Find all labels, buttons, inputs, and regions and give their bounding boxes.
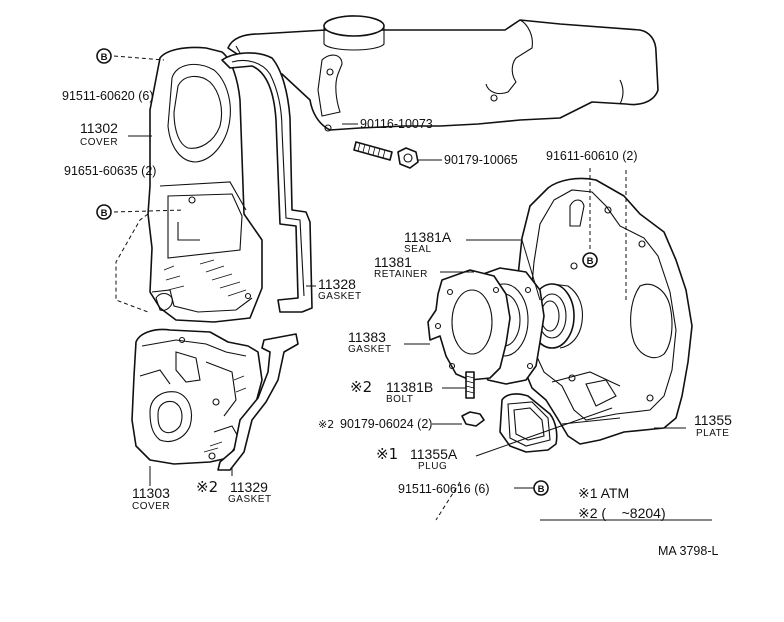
mark-2-bolt: ※2 bbox=[350, 378, 372, 396]
upper-timing-cover bbox=[147, 46, 263, 323]
svg-text:B: B bbox=[538, 484, 545, 495]
label-11383-name: GASKET bbox=[348, 344, 392, 355]
bolt-marker-left: B bbox=[96, 204, 112, 220]
label-11328-name: GASKET bbox=[318, 291, 362, 302]
retainer-gasket bbox=[427, 269, 511, 381]
lower-timing-cover bbox=[131, 328, 263, 465]
label-11355-number: 11355 bbox=[694, 412, 732, 428]
upper-gasket bbox=[221, 52, 313, 313]
mark-2-gasket: ※2 bbox=[196, 478, 218, 496]
label-11303-number: 11303 bbox=[132, 485, 170, 501]
svg-text:B: B bbox=[101, 208, 108, 219]
label-11329-number: 11329 bbox=[230, 479, 268, 495]
label-11355-name: PLATE bbox=[696, 428, 729, 439]
label-11381-number: 11381 bbox=[374, 254, 412, 270]
label-11355A-number: 11355A bbox=[410, 446, 458, 462]
label-90116-10073: 90116-10073 bbox=[360, 117, 433, 131]
nut-90179-10065 bbox=[397, 147, 419, 169]
plug-11355a bbox=[499, 393, 558, 453]
label-11381A-number: 11381A bbox=[404, 229, 452, 245]
label-90179-06024: 90179-06024 (2) bbox=[340, 417, 432, 431]
mark-1-plug: ※1 bbox=[376, 445, 398, 463]
svg-text:B: B bbox=[101, 52, 108, 63]
label-11328-number: 11328 bbox=[318, 276, 356, 292]
label-91651-60635: 91651-60635 (2) bbox=[64, 164, 156, 178]
label-91511-60620: 91511-60620 (6) bbox=[62, 89, 154, 103]
lower-gasket bbox=[217, 333, 299, 471]
label-11383-number: 11383 bbox=[348, 329, 386, 345]
bolt-11381b bbox=[465, 371, 475, 399]
label-91511-60616: 91511-60616 (6) bbox=[398, 482, 490, 496]
label-11381-name: RETAINER bbox=[374, 269, 428, 280]
engine-block-outline bbox=[227, 15, 659, 132]
label-11303-name: COVER bbox=[132, 501, 170, 512]
legend-note-2: ※2 ( ~8204) bbox=[578, 505, 666, 521]
label-11381B-number: 11381B bbox=[386, 379, 433, 395]
label-11302-name: COVER bbox=[80, 137, 118, 148]
stud-90116-10073 bbox=[353, 141, 393, 161]
mark-2-nut: ※2 bbox=[318, 418, 334, 431]
legend-note-1: ※1 ATM bbox=[578, 485, 629, 501]
svg-text:B: B bbox=[587, 256, 594, 267]
leader-lines bbox=[113, 55, 712, 521]
reference-code: MA 3798-L bbox=[658, 544, 719, 558]
bolt-marker-top: B bbox=[96, 48, 112, 64]
label-11381A-name: SEAL bbox=[404, 244, 432, 255]
label-91611-60610: 91611-60610 (2) bbox=[546, 149, 638, 163]
nut-90179-06024 bbox=[461, 411, 485, 427]
bolt-marker-plate: B bbox=[582, 252, 598, 268]
bolt-marker-bottom: B bbox=[533, 480, 549, 496]
label-11329-name: GASKET bbox=[228, 494, 272, 505]
label-11355A-name: PLUG bbox=[418, 461, 447, 472]
label-11302-number: 11302 bbox=[80, 120, 118, 136]
label-90179-10065: 90179-10065 bbox=[444, 153, 518, 167]
label-11381B-name: BOLT bbox=[386, 394, 413, 405]
